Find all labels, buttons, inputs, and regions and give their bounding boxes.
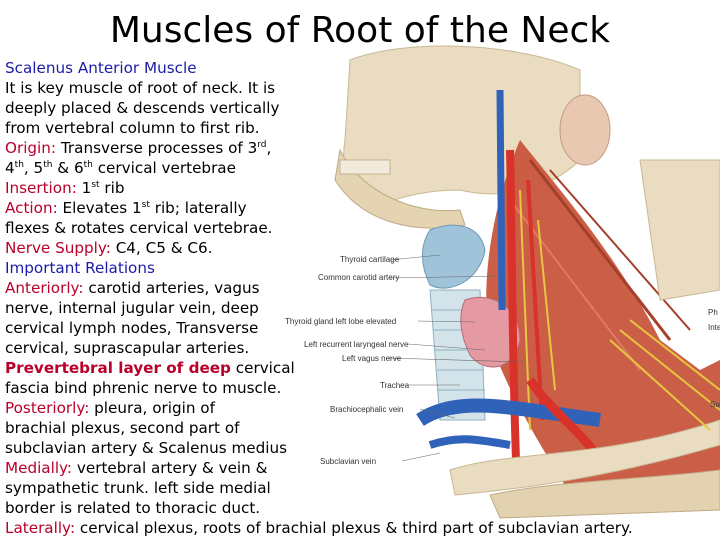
anteriorly-line-3: cervical lymph nodes, Transverse	[5, 319, 259, 337]
origin-4: 4	[5, 159, 15, 177]
anteriorly-line-4: cervical, suprascapular arteries.	[5, 339, 250, 357]
label-edge-ph: Ph	[708, 308, 718, 317]
laterally-label: Laterally:	[5, 519, 76, 537]
neck-anatomy-illustration: Thyroid cartilage Common carotid artery …	[280, 40, 720, 520]
origin-5: , 5	[23, 159, 44, 177]
label-recurrent-laryngeal-nerve: Left recurrent laryngeal nerve	[304, 340, 409, 349]
anteriorly-text-1: carotid arteries, vagus	[83, 279, 260, 297]
intro-line-2: deeply placed & descends vertically	[5, 99, 280, 117]
action-text-2: rib; laterally	[149, 199, 247, 217]
origin-sup-2: th	[14, 160, 24, 170]
body-text: Scalenus Anterior Muscle It is key muscl…	[5, 58, 350, 518]
label-edge-su: Su	[710, 400, 720, 409]
nerve-supply-line: Nerve Supply: C4, C5 & C6.	[5, 238, 350, 258]
prevertebral-rest: cervical	[230, 359, 295, 377]
origin-6: & 6	[52, 159, 84, 177]
anteriorly-line-2: nerve, internal jugular vein, deep	[5, 299, 259, 317]
insertion-label: Insertion:	[5, 179, 77, 197]
action-text: Elevates 1	[57, 199, 142, 217]
origin-sup-4: th	[83, 160, 93, 170]
laterally-text: cervical plexus, roots of brachial plexu…	[75, 519, 633, 537]
posteriorly-text-1: pleura, origin of	[89, 399, 215, 417]
medially-line-3: border is related to thoracic duct.	[5, 499, 261, 517]
label-edge-inte: Inte	[708, 323, 720, 332]
action-line-1: Action: Elevates 1st rib; laterally	[5, 198, 350, 218]
action-line-2: flexes & rotates cervical vertebrae.	[5, 219, 273, 237]
origin-line-2: 4th, 5th & 6th cervical vertebrae	[5, 158, 350, 178]
origin-vertebrae: cervical vertebrae	[92, 159, 236, 177]
insertion-rib: rib	[99, 179, 125, 197]
origin-sup-3: th	[43, 160, 53, 170]
intro-line-3: from vertebral column to first rib.	[5, 119, 260, 137]
anteriorly-line-1: Anteriorly: carotid arteries, vagus	[5, 278, 350, 298]
prevertebral-bold: Prevertebral layer of deep	[5, 359, 231, 377]
anteriorly-label: Anteriorly:	[5, 279, 84, 297]
insertion-sup: st	[91, 180, 100, 190]
origin-text: Transverse processes of 3	[56, 139, 258, 157]
medially-label: Medially:	[5, 459, 73, 477]
insertion-line: Insertion: 1st rib	[5, 178, 350, 198]
slide-title: Muscles of Root of the Neck	[109, 10, 611, 51]
medially-text-1: vertebral artery & vein &	[72, 459, 268, 477]
label-thyroid-gland: Thyroid gland left lobe elevated	[285, 317, 396, 326]
action-label: Action:	[5, 199, 58, 217]
posteriorly-line-1: Posteriorly: pleura, origin of	[5, 398, 350, 418]
origin-line-1: Origin: Transverse processes of 3rd,	[5, 138, 350, 158]
nerve-supply-text: C4, C5 & C6.	[110, 239, 213, 257]
medially-line-1: Medially: vertebral artery & vein &	[5, 458, 350, 478]
intro-line-1: It is key muscle of root of neck. It is	[5, 79, 276, 97]
posteriorly-line-2: brachial plexus, second part of	[5, 419, 240, 437]
laterally-line: Laterally: cervical plexus, roots of bra…	[5, 518, 633, 538]
origin-label: Origin:	[5, 139, 57, 157]
nerve-supply-label: Nerve Supply:	[5, 239, 111, 257]
posteriorly-label: Posteriorly:	[5, 399, 90, 417]
action-sup: st	[141, 200, 150, 210]
muscle-heading: Scalenus Anterior Muscle	[5, 59, 197, 77]
label-brachiocephalic-vein: Brachiocephalic vein	[330, 405, 403, 414]
label-common-carotid-artery: Common carotid artery	[318, 273, 399, 282]
origin-sup-1: rd	[257, 140, 267, 150]
label-vagus-nerve: Left vagus nerve	[342, 354, 402, 363]
origin-text-2: ,	[266, 139, 272, 157]
insertion-text: 1	[76, 179, 92, 197]
posteriorly-line-3: subclavian artery & Scalenus medius	[5, 439, 287, 457]
relations-heading: Important Relations	[5, 259, 155, 277]
prevertebral-line-1: Prevertebral layer of deep cervical	[5, 358, 350, 378]
prevertebral-line-2: fascia bind phrenic nerve to muscle.	[5, 379, 282, 397]
label-trachea: Trachea	[380, 381, 410, 390]
label-subclavian-vein: Subclavian vein	[320, 457, 376, 466]
label-thyroid-cartilage: Thyroid cartilage	[340, 255, 400, 264]
medially-line-2: sympathetic trunk. left side medial	[5, 479, 271, 497]
